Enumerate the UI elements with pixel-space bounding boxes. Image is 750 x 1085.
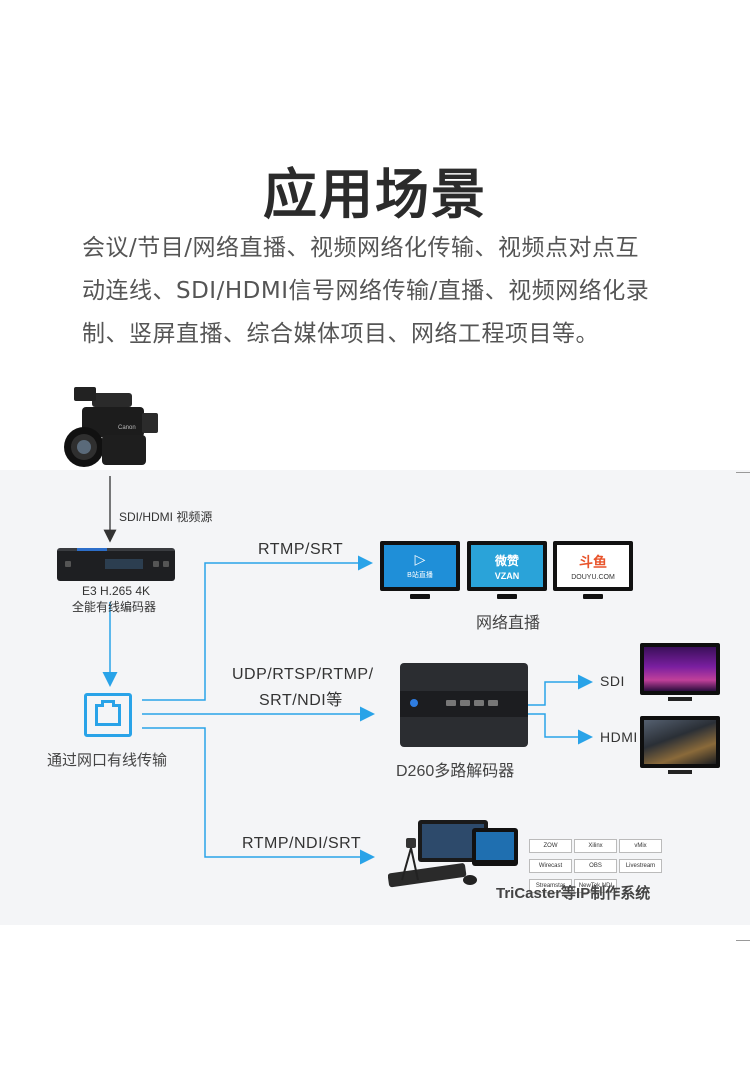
output-hdmi-label: HDMI [600,729,638,745]
tricaster-caption: TriCaster等IP制作系统 [496,885,651,902]
monitor-douyu: 斗鱼 DOUYU.COM [553,541,633,599]
svg-text:Canon: Canon [118,425,136,431]
decoder-caption: D260多路解码器 [396,763,515,780]
network-caption: 通过网口有线传输 [47,752,168,769]
software-logo: vMix [619,839,662,853]
software-logo: NewTek NDI [574,879,617,893]
software-logo: Livestream [619,859,662,873]
tricaster-system-icon [388,820,518,888]
ethernet-port-icon [84,693,132,737]
branch-bottom-label: RTMP/NDI/SRT [242,835,362,852]
software-logo: OBS [574,859,617,873]
encoder-port [65,561,71,567]
douyu-logo-icon: 斗鱼 [579,554,607,571]
branch-top-line [142,555,373,701]
branch-top-label: RTMP/SRT [258,541,344,558]
monitor-bilibili-live: ▷ B站直播 [380,541,460,599]
software-logo: Wirecast [529,859,572,873]
platforms-caption: 网络直播 [476,615,541,632]
encoder-port [163,561,169,567]
branch-mid-label-2: SRT/NDI等 [259,692,343,709]
edge-tick [736,940,750,941]
decoder-sdi-line [528,674,593,706]
encoder-port [153,561,159,567]
vzan-logo-icon: 微赞 [494,553,519,568]
encoder-device [57,548,175,581]
sdi-display [640,643,720,703]
encoder-caption-model: E3 H.265 4K [82,584,151,598]
output-sdi-label: SDI [600,673,625,689]
platform-label: DOUYU.COM [571,573,615,581]
play-icon: ▷ [414,552,426,568]
software-logo: Streamstar [529,879,572,893]
intro-line: 制、竖屏直播、综合媒体项目、网络工程项目等。 [82,321,599,347]
intro-line: 动连线、SDI/HDMI信号网络传输/直播、视频网络化录 [82,278,650,304]
decoder-hdmi-line [528,713,593,745]
encoder-display [105,559,143,569]
video-camera-icon: Canon [64,387,158,467]
software-logo: ZOW [529,839,572,853]
decoder-led [410,699,418,707]
software-logo: Xilinx [574,839,617,853]
monitor-vzan: 微赞 VZAN [467,541,547,599]
hdmi-display [640,716,720,776]
encoder-caption-type: 全能有线编码器 [72,600,157,614]
intro-line: 会议/节目/网络直播、视频网络化传输、视频点对点互 [82,235,639,261]
platform-label: B站直播 [407,572,433,579]
intro-text: 会议/节目/网络直播、视频网络化传输、视频点对点互 动连线、SDI/HDMI信号… [82,227,682,356]
camera-link-label: SDI/HDMI 视频源 [119,510,213,524]
decoder-device [400,663,528,747]
branch-mid-label-1: UDP/RTSP/RTMP/ [232,666,374,683]
edge-tick [736,472,750,473]
branch-bottom-line [142,727,375,865]
page-title: 应用场景 [263,163,487,226]
platform-label: VZAN [494,570,520,581]
encoder-brand-strip [77,548,107,551]
